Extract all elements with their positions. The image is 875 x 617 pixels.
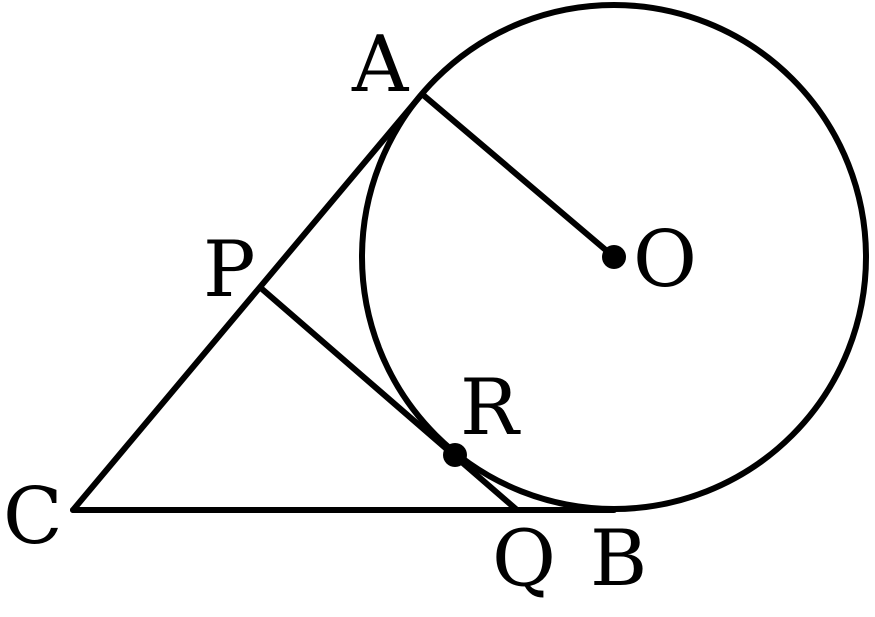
label-a: A bbox=[351, 20, 410, 110]
tangent-pq bbox=[259, 286, 520, 513]
label-r: R bbox=[460, 363, 521, 453]
point-r bbox=[443, 443, 467, 467]
label-c: C bbox=[3, 472, 63, 562]
label-q: Q bbox=[492, 514, 556, 604]
tangent-ca bbox=[70, 91, 425, 513]
point-o bbox=[602, 245, 626, 269]
radius-oa bbox=[419, 91, 617, 260]
label-p: P bbox=[203, 225, 255, 315]
label-b: B bbox=[590, 514, 647, 604]
label-o: O bbox=[633, 215, 697, 305]
